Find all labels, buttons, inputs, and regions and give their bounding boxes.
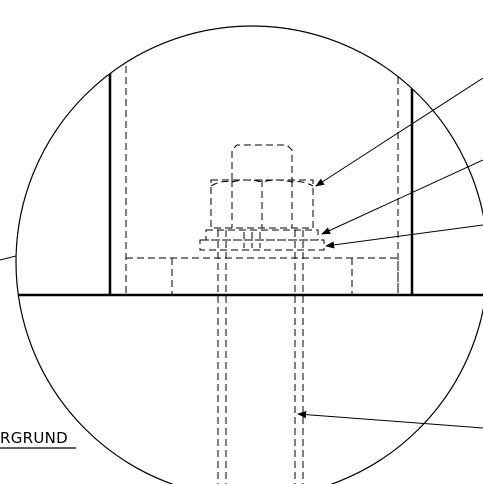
leader-line-washer-lower (325, 224, 483, 249)
detail-circle (15, 25, 483, 484)
base-plate-hidden (125, 257, 399, 296)
washer-lower-hidden (199, 239, 325, 251)
leader-line-nut (315, 77, 483, 187)
ground-label: RGRUND (0, 429, 68, 447)
hex-nut-chamfer-top (210, 179, 314, 187)
bolt-tip-hidden (231, 144, 293, 180)
leader-line-shank (297, 411, 483, 429)
leader-line-left (0, 255, 17, 261)
leader-line-washer-upper (321, 159, 483, 235)
washer-upper-hidden (205, 229, 319, 241)
